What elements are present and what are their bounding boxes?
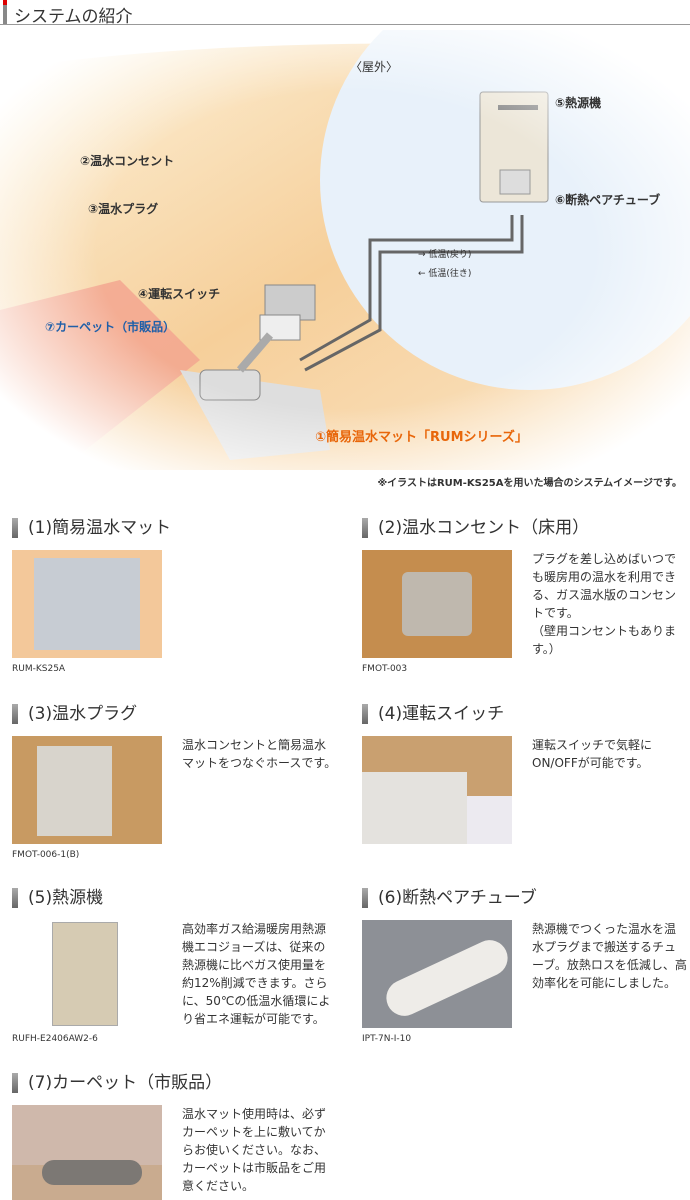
section-title: (6)断熱ペアチューブ xyxy=(362,886,690,910)
label-operation-switch: ④運転スイッチ xyxy=(138,287,221,301)
description: 温水マット使用時は、必ずカーペットを上に敷いてからお使いください。なお、カーペッ… xyxy=(182,1107,327,1193)
outlet-photo xyxy=(362,550,512,658)
illustration-note: ※イラストはRUM-KS25Aを用いた場合のシステムイメージです。 xyxy=(377,478,682,489)
section-hot-water-plug: (3)温水プラグ FMOT-006-1(B) 温水コンセントと簡易温水マットをつ… xyxy=(12,702,342,860)
description: 運転スイッチで気軽にON/OFFが可能です。 xyxy=(532,738,653,770)
section-title: (3)温水プラグ xyxy=(12,702,342,726)
description: 高効率ガス給湯暖房用熱源機エコジョーズは、従来の熱源機に比べガス使用量を約12%… xyxy=(182,922,331,1026)
tube-photo xyxy=(362,920,514,1028)
description: 温水コンセントと簡易温水マットをつなぐホースです。 xyxy=(182,738,337,770)
supply-flow-label: ← 低温(往き) xyxy=(418,269,472,279)
label-pair-tube: ⑥断熱ペアチューブ xyxy=(555,193,661,207)
model-caption: RUFH-E2406AW2-6 xyxy=(12,1034,98,1044)
label-heat-source: ⑤熱源機 xyxy=(555,96,602,110)
section-title: (4)運転スイッチ xyxy=(362,702,690,726)
switch-photo xyxy=(362,736,512,844)
system-illustration xyxy=(0,0,690,470)
heat-source-photo xyxy=(12,920,162,1028)
header-marker xyxy=(3,0,7,24)
page-title: システムの紹介 xyxy=(14,7,133,27)
section-title: (7)カーペット（市販品） xyxy=(12,1071,342,1095)
section-carpet: (7)カーペット（市販品） 温水マット使用時は、必ずカーペットを上に敷いてからお… xyxy=(12,1071,342,1200)
outdoor-label: 〈屋外〉 xyxy=(350,60,399,74)
label-carpet: ⑦カーペット（市販品） xyxy=(45,320,176,334)
description: プラグを差し込めばいつでも暖房用の温水を利用できる、ガス温水版のコンセントです。… xyxy=(532,552,677,656)
model-caption: IPT-7N-I-10 xyxy=(362,1034,412,1044)
section-pair-tube: (6)断熱ペアチューブ IPT-7N-I-10 熱源機でつくった温水を温水プラグ… xyxy=(362,886,690,1044)
section-hot-water-outlet: (2)温水コンセント（床用） FMOT-003 プラグを差し込めばいつでも暖房用… xyxy=(362,516,690,674)
carpet-photo xyxy=(12,1105,162,1200)
label-hot-water-mat: ①簡易温水マット「RUMシリーズ」 xyxy=(315,430,528,445)
mat-photo xyxy=(12,550,162,658)
return-flow-label: → 低温(戻り) xyxy=(418,250,472,260)
label-hot-water-outlet: ②温水コンセント xyxy=(80,154,175,168)
model-caption: FMOT-003 xyxy=(362,664,408,674)
model-caption: RUM-KS25A xyxy=(12,664,66,674)
label-hot-water-plug: ③温水プラグ xyxy=(88,202,159,216)
section-heat-source: (5)熱源機 RUFH-E2406AW2-6 高効率ガス給湯暖房用熱源機エコジョ… xyxy=(12,886,342,1044)
section-operation-switch: (4)運転スイッチ 運転スイッチで気軽にON/OFFが可能です。 xyxy=(362,702,690,844)
plug-photo xyxy=(12,736,162,844)
model-caption: FMOT-006-1(B) xyxy=(12,850,80,860)
section-title: (2)温水コンセント（床用） xyxy=(362,516,690,540)
description: 熱源機でつくった温水を温水プラグまで搬送するチューブ。放熱ロスを低減し、高効率化… xyxy=(532,922,687,990)
section-title: (5)熱源機 xyxy=(12,886,342,910)
section-hot-water-mat: (1)簡易温水マット RUM-KS25A xyxy=(12,516,342,674)
system-diagram: 〈屋外〉 ②温水コンセント ③温水プラグ ④運転スイッチ ⑦カーペット（市販品）… xyxy=(0,0,690,470)
section-title: (1)簡易温水マット xyxy=(12,516,342,540)
section-header: システムの紹介 xyxy=(0,0,690,27)
